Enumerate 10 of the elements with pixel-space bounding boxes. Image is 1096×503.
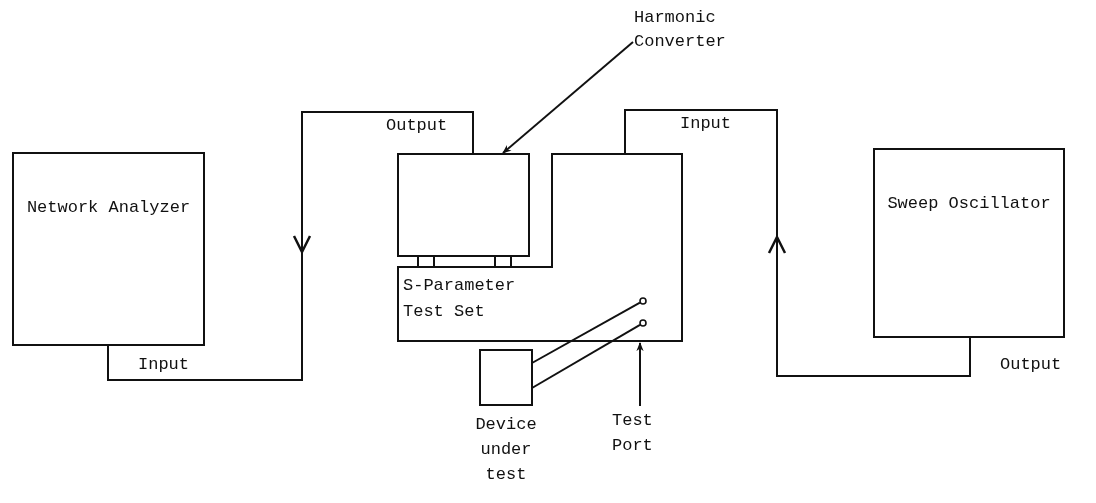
port-label: Input <box>680 114 731 134</box>
port-label: Output <box>386 116 448 136</box>
instrument-label: S-Parameter Test Set <box>403 275 517 323</box>
device-label: Device under test <box>474 414 538 486</box>
callout-label: Harmonic Converter <box>634 7 727 53</box>
port-label: Output <box>1000 355 1062 375</box>
instrument-label: Network Analyzer <box>25 197 192 219</box>
port-label: Input <box>138 355 189 375</box>
instrument-label: Sweep Oscillator <box>886 193 1052 215</box>
callout-label: Test Port <box>612 410 654 457</box>
